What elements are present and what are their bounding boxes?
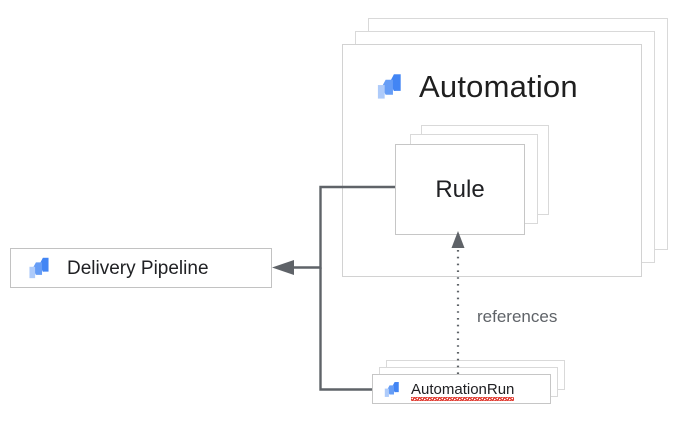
rule-label: Rule [435,175,485,203]
edge-automation-run-to-delivery-pipeline [319,267,372,391]
cloud-deploy-icon [375,71,406,102]
arrowhead-into-delivery-pipeline [272,260,294,275]
automation-run-content: AutomationRun [372,374,551,404]
automation-title: Automation [375,64,578,108]
delivery-pipeline-card[interactable] [10,248,272,288]
edge-label-references: references [477,307,558,326]
delivery-pipeline-label: Delivery Pipeline [67,257,209,279]
automation-run-label: AutomationRun [411,380,515,401]
automation-label: Automation [419,68,578,104]
cloud-deploy-icon [27,255,53,281]
rule-label-container: Rule [395,144,525,235]
cloud-deploy-icon [383,380,402,399]
delivery-pipeline-content: Delivery Pipeline [10,248,272,288]
